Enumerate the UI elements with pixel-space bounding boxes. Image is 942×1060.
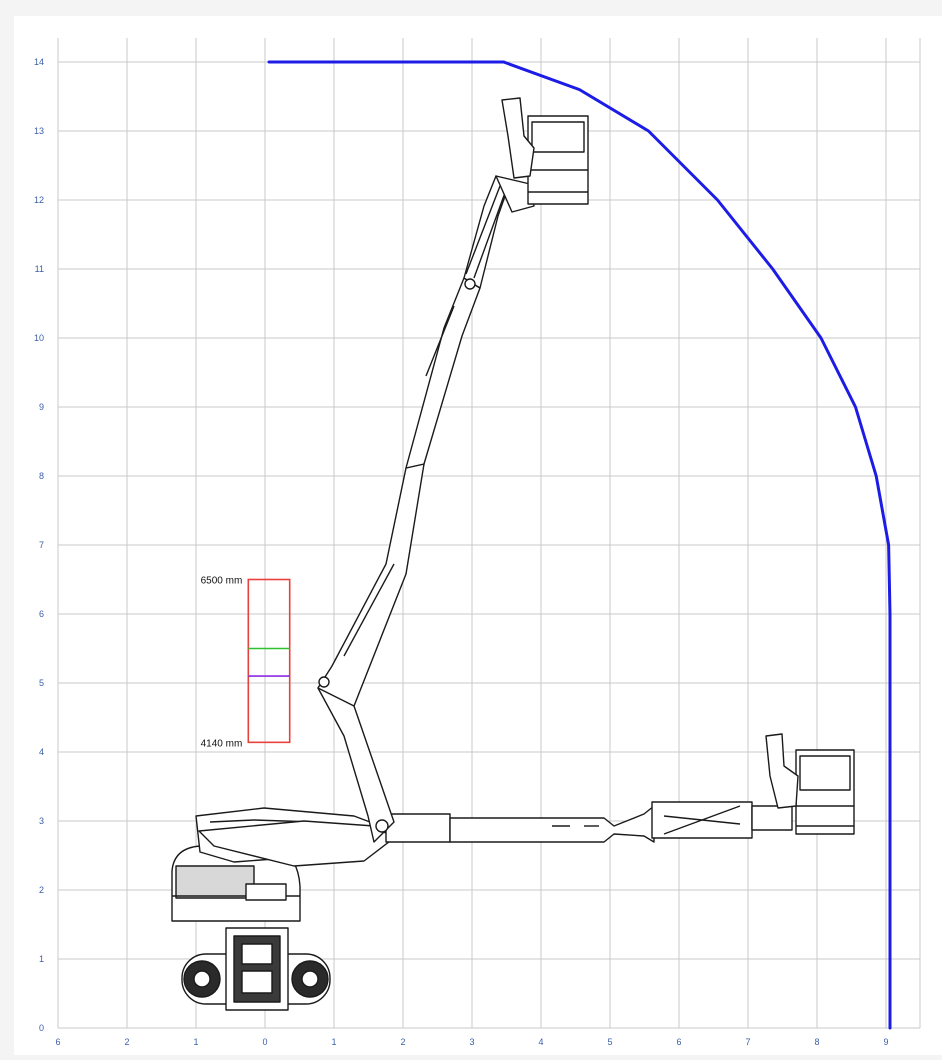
y-tick-label: 0	[39, 1023, 44, 1033]
y-tick-label: 5	[39, 678, 44, 688]
x-axis-ticks: 6 2 1 0 1 2 3 4 5 6 7 8 9	[55, 1037, 888, 1047]
x-tick-label: 9	[883, 1037, 888, 1047]
y-tick-label: 12	[34, 195, 44, 205]
main-boom-raised	[317, 175, 535, 843]
outreach-envelope	[267, 60, 892, 1030]
y-tick-label: 13	[34, 126, 44, 136]
working-zone-top-label: 6500 mm	[201, 576, 243, 587]
x-tick-label: 2	[400, 1037, 405, 1047]
x-tick-label: 7	[745, 1037, 750, 1047]
y-tick-label: 2	[39, 885, 44, 895]
y-tick-label: 4	[39, 747, 44, 757]
lower-boom-stowed	[198, 801, 793, 867]
y-tick-label: 3	[39, 816, 44, 826]
working-zone: 6500 mm 4140 mm	[201, 576, 291, 749]
working-zone-frame	[247, 578, 291, 744]
y-tick-label: 9	[39, 402, 44, 412]
x-tick-label: 8	[814, 1037, 819, 1047]
y-tick-label: 1	[39, 954, 44, 964]
x-tick-label: 3	[469, 1037, 474, 1047]
lower-platform-basket	[765, 733, 855, 835]
y-tick-label: 7	[39, 540, 44, 550]
lift-machine-illustration	[171, 97, 855, 1011]
x-tick-label: 2	[124, 1037, 129, 1047]
y-tick-label: 14	[34, 57, 44, 67]
x-tick-label: 1	[331, 1037, 336, 1047]
working-zone-bottom-label: 4140 mm	[201, 738, 243, 749]
x-tick-label: 6	[55, 1037, 60, 1047]
y-tick-label: 6	[39, 609, 44, 619]
x-tick-label: 6	[676, 1037, 681, 1047]
y-tick-label: 11	[35, 264, 44, 274]
upper-platform-basket	[501, 97, 589, 205]
x-tick-label: 5	[607, 1037, 612, 1047]
x-tick-label: 4	[538, 1037, 543, 1047]
x-tick-label: 0	[262, 1037, 267, 1047]
y-tick-label: 8	[39, 471, 44, 481]
y-tick-label: 10	[34, 333, 44, 343]
x-tick-label: 1	[193, 1037, 198, 1047]
track-wheels	[181, 927, 331, 1011]
envelope-arc	[502, 60, 892, 616]
